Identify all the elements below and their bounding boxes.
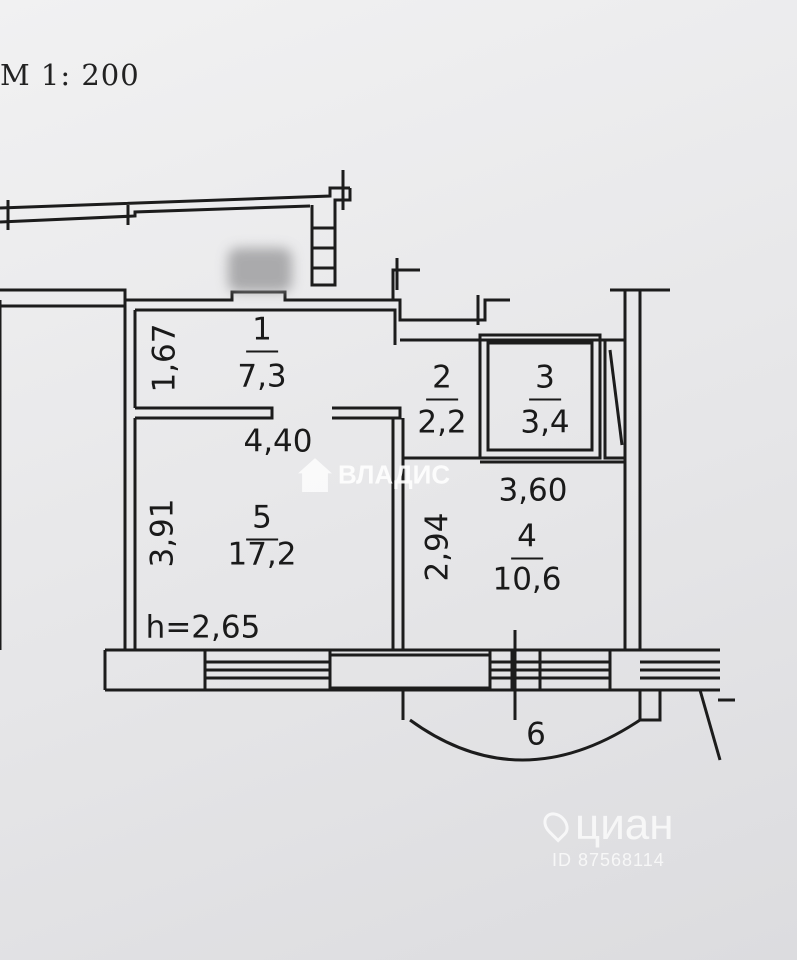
room6-number: 6: [526, 716, 546, 753]
dimension-1-67: 1,67: [146, 323, 183, 393]
outer-wall-top-right: [393, 298, 510, 322]
window-left-lines: [205, 660, 330, 680]
room3-area: 3,4: [520, 404, 570, 441]
room1-bottom: [135, 406, 274, 420]
cian-watermark: циан: [538, 800, 674, 850]
corridor-wall-inner: [0, 204, 311, 224]
room3-box: [478, 333, 602, 460]
dimension-3-60: 3,60: [498, 472, 568, 509]
room1-top: [135, 308, 397, 345]
facade-right-lines: [640, 660, 720, 680]
room1-area: 7,3: [237, 358, 287, 395]
room2-number: 2: [426, 359, 458, 401]
dimension-2-94: 2,94: [419, 512, 456, 582]
vladis-watermark: ВЛАДИС: [298, 458, 450, 493]
room2-area: 2,2: [417, 404, 467, 441]
right-diagonal: [698, 689, 722, 761]
dimension-4-40: 4,40: [243, 423, 313, 460]
dimension-3-91: 3,91: [144, 498, 181, 568]
outer-wall-top-left: [0, 268, 420, 302]
room5-number: 5: [246, 499, 278, 541]
ceiling-height: h=2,65: [145, 609, 261, 646]
room4-area: 10,6: [492, 561, 562, 598]
balcony-arc: [409, 718, 641, 762]
closet: [603, 340, 625, 460]
window-right-lines: [490, 660, 610, 680]
room3-box-inner: [486, 341, 594, 452]
closet-hatch: [608, 349, 624, 446]
balcony-right-wall: [638, 690, 662, 722]
wall-block: [328, 653, 492, 690]
room5-area: 17,2: [227, 536, 297, 573]
partition-right: [332, 406, 402, 420]
window-right-mullions: [510, 650, 542, 690]
blurred-mark: [228, 248, 292, 292]
house-icon: [298, 458, 332, 493]
corridor-wall-top: [0, 186, 350, 210]
shaft-wall: [310, 188, 352, 287]
room1-number: 1: [246, 311, 278, 353]
room4-number: 4: [511, 518, 543, 560]
cian-id-watermark: ID 87568114: [552, 850, 665, 870]
room3-number: 3: [529, 359, 561, 401]
scale-label: М 1: 200: [0, 58, 140, 92]
